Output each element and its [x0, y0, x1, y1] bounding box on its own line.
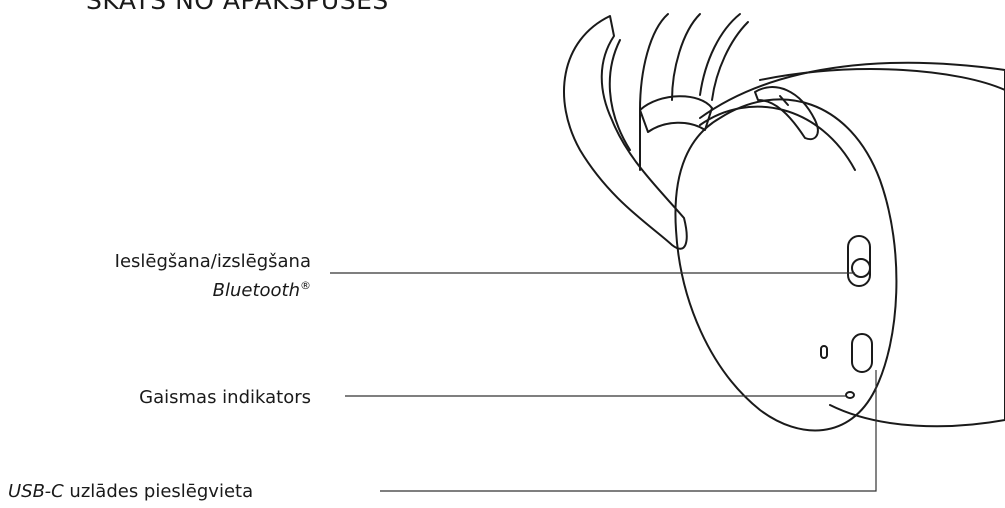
- headband-strap-1: [640, 14, 668, 170]
- yoke: [640, 96, 712, 132]
- mic-hole: [821, 346, 827, 358]
- headband-strap-2: [672, 14, 700, 100]
- headband-strap-4: [712, 22, 748, 100]
- headband-inner-1: [610, 40, 630, 150]
- earcup-face: [675, 99, 896, 430]
- power-switch-knob: [852, 259, 870, 277]
- headband-strap-3: [700, 14, 740, 95]
- usb-leader-line: [380, 370, 876, 491]
- led-dot: [846, 392, 854, 398]
- earcup-outer: [700, 63, 1005, 426]
- top-slider: [755, 87, 818, 139]
- earcushion: [760, 69, 1005, 90]
- headband-outer: [564, 16, 687, 249]
- usb-c-port: [852, 334, 872, 372]
